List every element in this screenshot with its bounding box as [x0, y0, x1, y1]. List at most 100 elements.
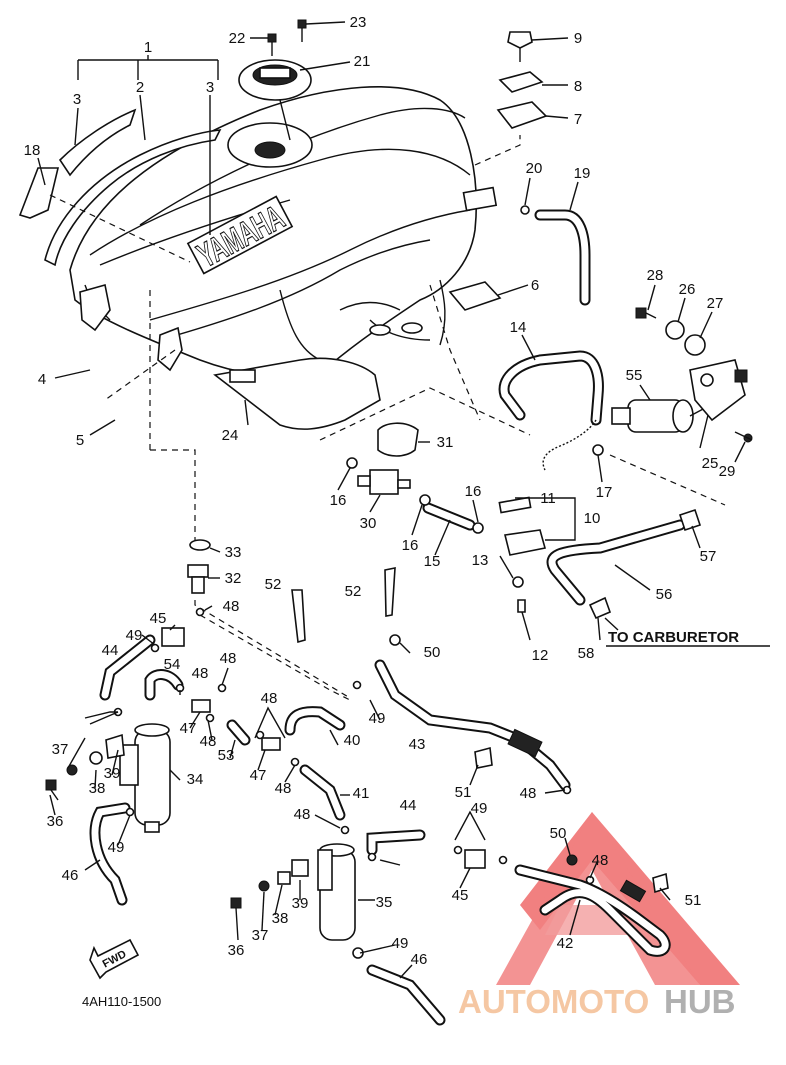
label-47b: 47	[250, 767, 267, 784]
label-48f: 48	[275, 780, 292, 797]
hose-14	[498, 350, 604, 471]
label-11: 11	[540, 490, 556, 507]
side-strip-3	[18, 167, 60, 219]
label-44a: 44	[102, 642, 119, 659]
hose-19	[534, 209, 591, 306]
label-14: 14	[510, 319, 527, 336]
label-5: 5	[76, 432, 84, 449]
label-27: 27	[707, 295, 724, 312]
canister-34	[119, 723, 171, 833]
label-57: 57	[700, 548, 717, 565]
label-16a: 16	[330, 492, 347, 509]
label-50a: 50	[424, 644, 441, 661]
label-28: 28	[647, 267, 664, 284]
bolt-9	[507, 31, 533, 62]
label-46a: 46	[62, 867, 79, 884]
label-36a: 36	[47, 813, 64, 830]
valve-32	[187, 564, 209, 594]
label-18: 18	[24, 142, 41, 159]
label-38b: 38	[272, 910, 289, 927]
label-45b: 45	[452, 887, 469, 904]
side-strip	[58, 108, 137, 177]
label-3a: 3	[73, 91, 81, 108]
label-19: 19	[574, 165, 591, 182]
hose-56	[546, 519, 686, 606]
label-16c: 16	[465, 483, 482, 500]
label-49c: 49	[108, 839, 125, 856]
label-48d: 48	[200, 733, 217, 750]
label-53: 53	[218, 747, 235, 764]
label-26: 26	[679, 281, 696, 298]
label-32: 32	[225, 570, 242, 587]
label-24: 24	[222, 427, 239, 444]
label-35: 35	[376, 894, 393, 911]
label-45a: 45	[150, 610, 167, 627]
to-carburetor-label: TO CARBURETOR	[608, 629, 739, 646]
label-49e: 49	[392, 935, 409, 952]
hose-46-left	[89, 802, 131, 906]
label-33: 33	[225, 544, 242, 561]
label-41: 41	[353, 785, 370, 802]
diagram-code: 4AH110-1500	[82, 994, 161, 1009]
hose-46-right	[366, 964, 446, 1026]
fuel-filter-30	[357, 469, 411, 495]
hose-44-left	[99, 634, 156, 701]
label-46b: 46	[411, 951, 428, 968]
label-39a: 39	[104, 765, 121, 782]
label-20: 20	[526, 160, 543, 177]
label-49d: 49	[471, 800, 488, 817]
label-16b: 16	[402, 537, 419, 554]
filler-cap	[238, 59, 312, 141]
part-labels: 1 2 3 3 18 4 5 24 22 23 21 9 8 7 20 19 6…	[24, 14, 736, 968]
label-2: 2	[136, 79, 144, 96]
label-54: 54	[164, 656, 181, 673]
label-48a: 48	[223, 598, 240, 615]
label-31: 31	[437, 434, 454, 451]
bolt-22	[267, 33, 277, 56]
label-22: 22	[229, 30, 246, 47]
joint-45-right	[464, 849, 486, 869]
label-48g: 48	[294, 806, 311, 823]
fuel-cock	[498, 496, 547, 613]
joint-47-mid	[261, 737, 281, 751]
canister-35	[317, 843, 356, 941]
label-48b: 48	[192, 665, 209, 682]
band-52b	[384, 567, 396, 617]
fwd-arrow-icon: FWD	[89, 938, 140, 980]
fuel-pump	[611, 399, 721, 433]
label-7: 7	[574, 111, 582, 128]
label-44b: 44	[400, 797, 417, 814]
label-15: 15	[424, 553, 441, 570]
hose-42	[514, 864, 671, 957]
label-38a: 38	[89, 780, 106, 797]
label-48i: 48	[592, 852, 609, 869]
plate-8	[498, 71, 544, 93]
hose-53	[226, 719, 251, 746]
label-47a: 47	[180, 720, 197, 737]
label-48c: 48	[220, 650, 237, 667]
label-43: 43	[409, 736, 426, 753]
label-37a: 37	[52, 741, 69, 758]
band-52a	[291, 589, 306, 644]
damper-6	[448, 281, 502, 311]
label-48h: 48	[520, 785, 537, 802]
label-4: 4	[38, 371, 46, 388]
watermark-text-2: HUB	[664, 983, 736, 1020]
joint-47-left	[191, 699, 211, 713]
dashed-lines	[49, 135, 726, 701]
hose-54	[144, 669, 184, 701]
label-36b: 36	[228, 942, 245, 959]
label-49b: 49	[369, 710, 386, 727]
label-1: 1	[144, 39, 152, 56]
label-55: 55	[626, 367, 643, 384]
side-strip-2	[44, 129, 222, 267]
fuel-tank: YAMAHA	[69, 86, 498, 377]
label-51b: 51	[685, 892, 702, 909]
label-42: 42	[557, 935, 574, 952]
label-34: 34	[187, 771, 204, 788]
label-52b: 52	[345, 583, 362, 600]
hose-41	[299, 764, 346, 821]
label-21: 21	[354, 53, 371, 70]
tank-pad	[213, 357, 381, 430]
